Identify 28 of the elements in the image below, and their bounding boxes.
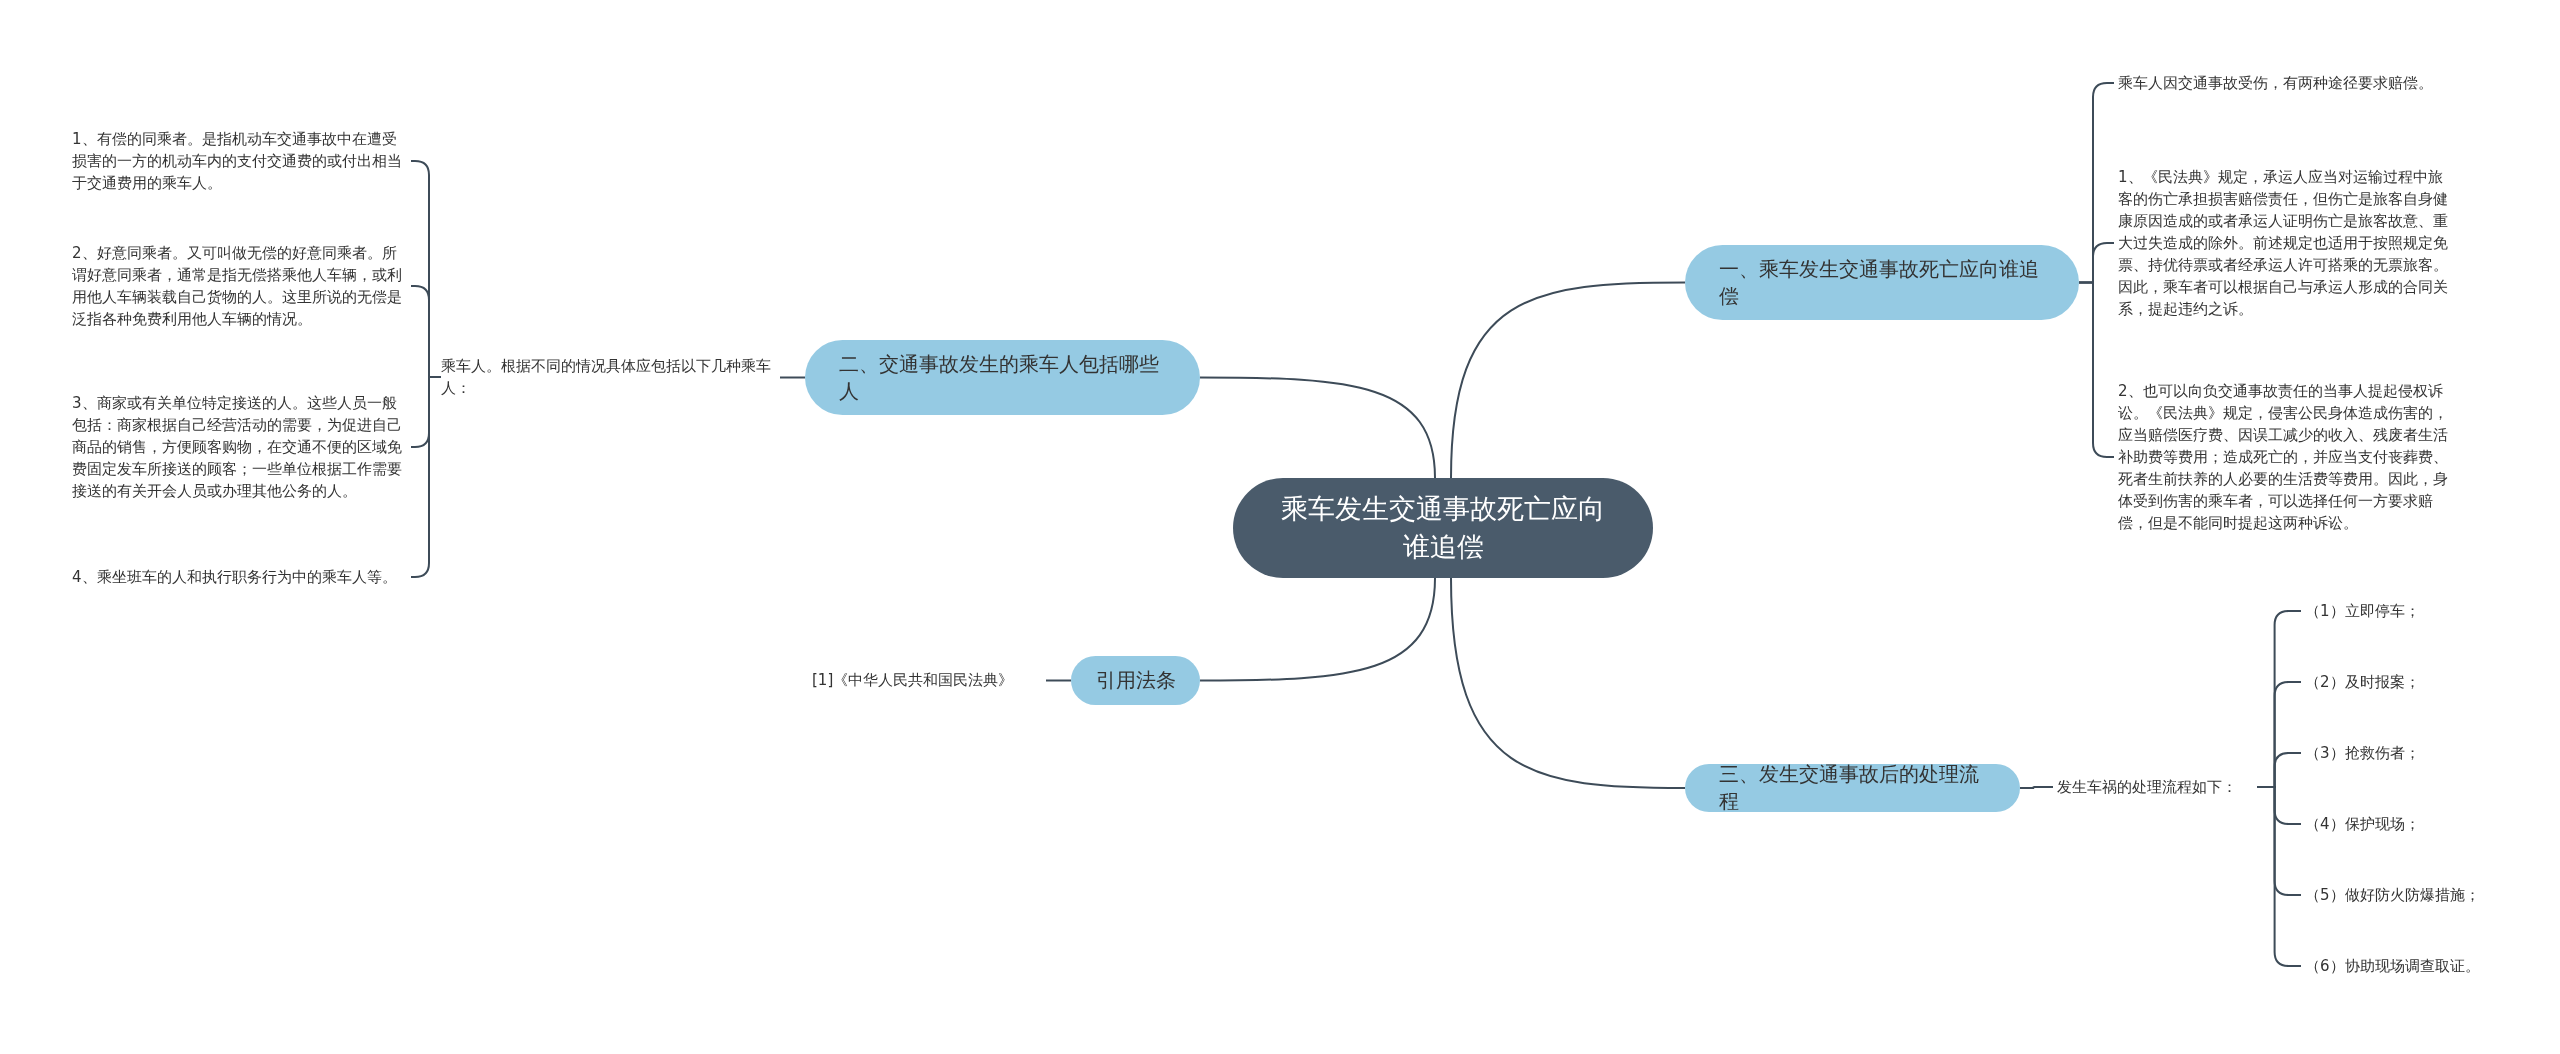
connector-line bbox=[1045, 679, 1072, 682]
note-text: （2）及时报案； bbox=[2305, 671, 2535, 693]
note-text: （6）协助现场调查取证。 bbox=[2305, 955, 2535, 977]
note-text: 乘车人因交通事故受伤，有两种途径要求赔偿。 bbox=[2118, 72, 2448, 94]
topic-box: 引用法条 bbox=[1071, 656, 1200, 705]
note-text: 乘车人。根据不同的情况具体应包括以下几种乘车人： bbox=[441, 355, 776, 399]
connector-line bbox=[1199, 577, 1436, 682]
note-text: （5）做好防火防爆措施； bbox=[2305, 884, 2535, 906]
connector-line bbox=[1199, 376, 1436, 479]
note-text: （4）保护现场； bbox=[2305, 813, 2535, 835]
central-topic-box: 乘车发生交通事故死亡应向谁追偿 bbox=[1233, 478, 1653, 578]
note-text: （1）立即停车； bbox=[2305, 600, 2535, 622]
note-text: 2、也可以向负交通事故责任的当事人提起侵权诉讼。《民法典》规定，侵害公民身体造成伤害的，应当赔偿医疗费、因误工减少的收入、残废者生活补助费等费用；造成死亡的，并应当支付丧葬费、死者生前扶养的人必要的生活费等费用。因此，身体受到伤害的乘车者，可以选择任何一方要求赔偿，但是不能同时提起这两种诉讼。 bbox=[2118, 380, 2448, 534]
connector-line bbox=[779, 376, 806, 379]
connector-line bbox=[1450, 577, 1686, 789]
connector-line bbox=[1450, 281, 1686, 479]
connector-line bbox=[2019, 786, 2054, 789]
note-text: 3、商家或有关单位特定接送的人。这些人员一般包括：商家根据自己经营活动的需要，为促进自己商品的销售，方便顾客购物，在交通不便的区域免费固定发车所接送的顾客；一些单位根据工作需要接送的有关开会人员或办理其他公务的人。 bbox=[72, 392, 407, 502]
note-text: 1、《民法典》规定，承运人应当对运输过程中旅客的伤亡承担损害赔偿责任，但伤亡是旅客自身健康原因造成的或者承运人证明伤亡是旅客故意、重大过失造成的除外。前述规定也适用于按照规定免票、持优待票或者经承运人许可搭乘的无票旅客。因此，乘车者可以根据自己与承运人形成的合同关系，提起违约之诉。 bbox=[2118, 166, 2448, 320]
note-text: [1]《中华人民共和国民法典》 bbox=[812, 669, 1042, 691]
topic-box: 二、交通事故发生的乘车人包括哪些人 bbox=[805, 340, 1200, 415]
note-text: 4、乘坐班车的人和执行职务行为中的乘车人等。 bbox=[72, 566, 407, 588]
topic-box: 三、发生交通事故后的处理流程 bbox=[1685, 764, 2020, 812]
note-text: （3）抢救伤者； bbox=[2305, 742, 2535, 764]
note-text: 1、有偿的同乘者。是指机动车交通事故中在遭受损害的一方的机动车内的支付交通费的或付出相当于交通费用的乘车人。 bbox=[72, 128, 407, 194]
topic-box: 一、乘车发生交通事故死亡应向谁追偿 bbox=[1685, 245, 2079, 320]
note-text: 发生车祸的处理流程如下： bbox=[2057, 776, 2257, 798]
note-text: 2、好意同乘者。又可叫做无偿的好意同乘者。所谓好意同乘者，通常是指无偿搭乘他人车辆，或利用他人车辆装载自己货物的人。这里所说的无偿是泛指各种免费利用他人车辆的情况。 bbox=[72, 242, 407, 330]
